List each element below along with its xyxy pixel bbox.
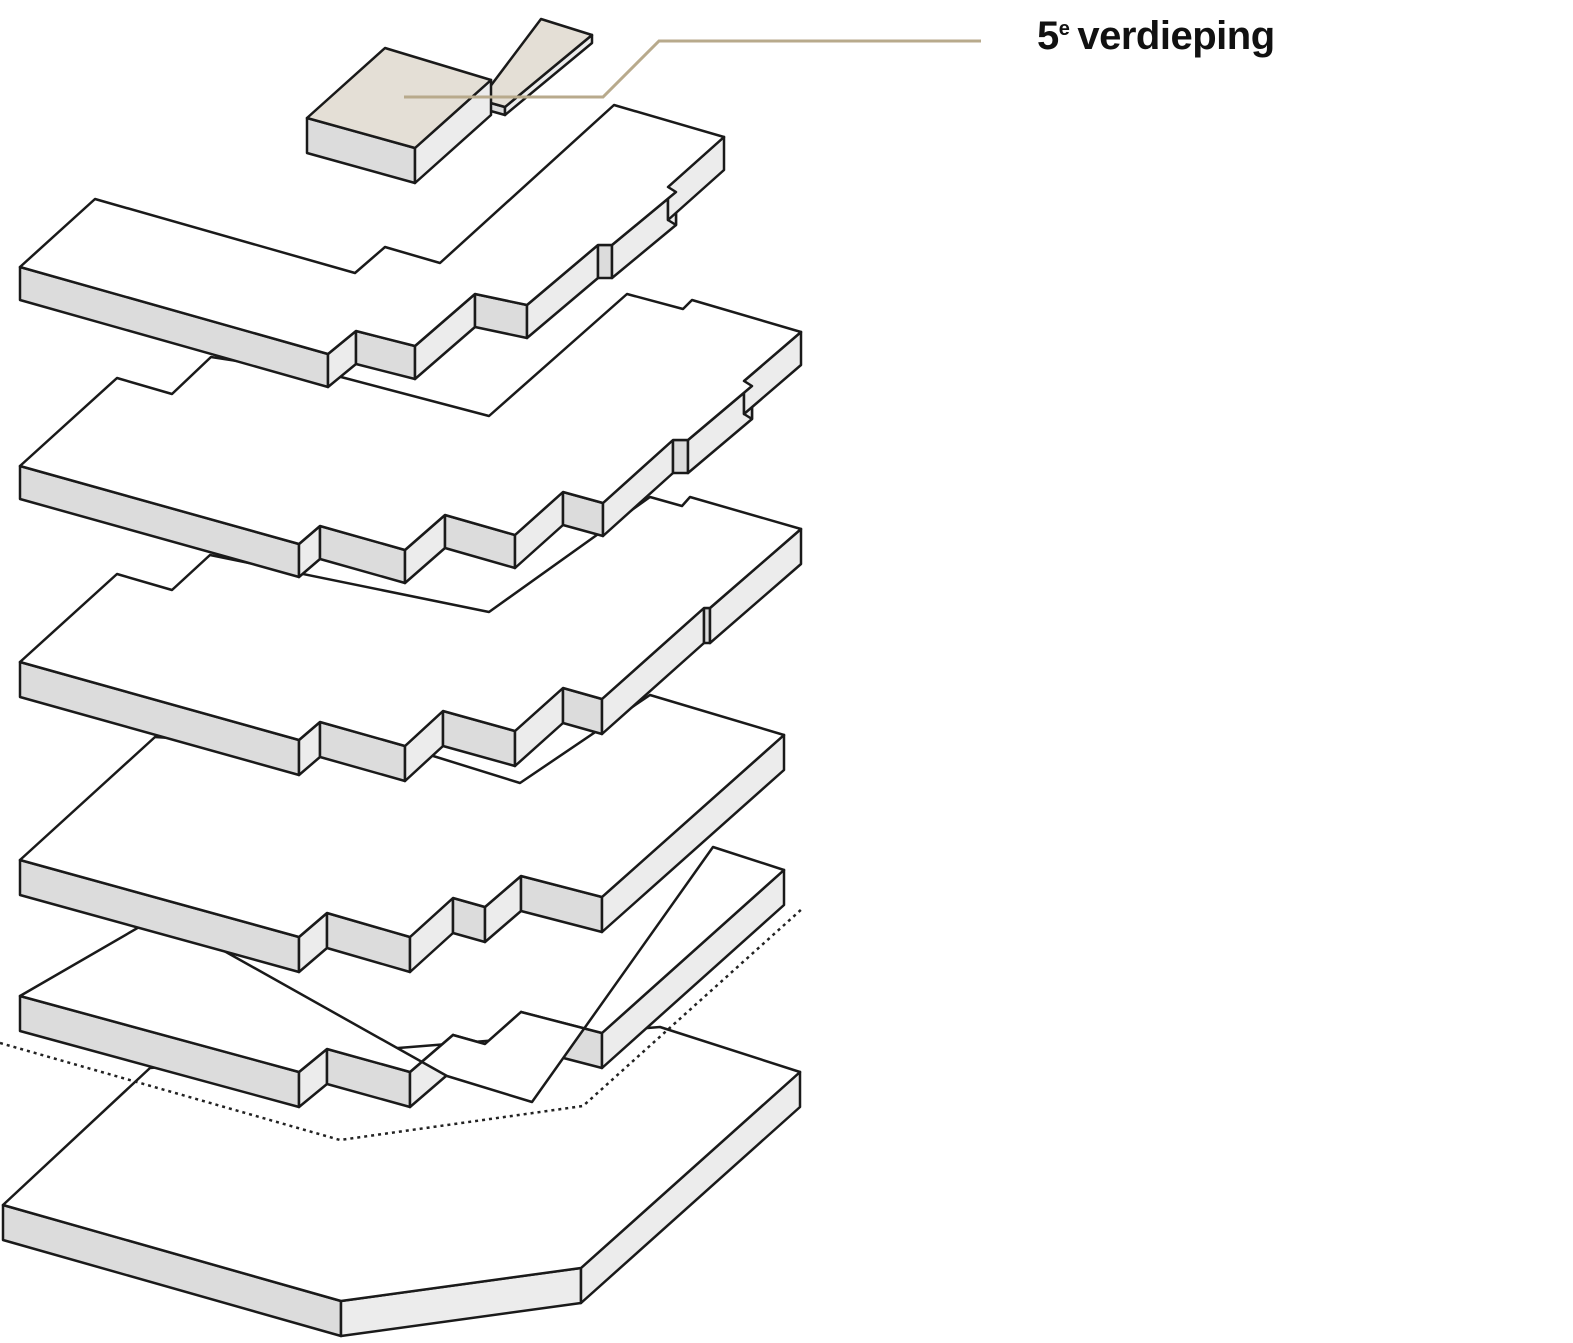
ground-floor-top-face <box>18 845 786 1104</box>
label-leader-line <box>404 39 981 99</box>
floor-4-top-face <box>18 103 726 356</box>
floor-5-top-face <box>305 46 493 150</box>
floor-4-side-face <box>596 243 614 280</box>
dashed-footprint-outline <box>0 907 804 1142</box>
floor-3-side-face <box>671 438 690 475</box>
floor-5-annex-top-face <box>478 17 594 109</box>
floor-2-top-face <box>18 495 803 748</box>
base-top-face <box>1 1025 802 1303</box>
floor-label: 5e verdieping <box>1037 14 1275 59</box>
floor-number: 5 <box>1037 14 1059 58</box>
floor-1-top-face <box>18 693 786 939</box>
floor-ordinal-suffix: e <box>1058 18 1070 40</box>
floor-label-text: verdieping <box>1077 14 1275 58</box>
